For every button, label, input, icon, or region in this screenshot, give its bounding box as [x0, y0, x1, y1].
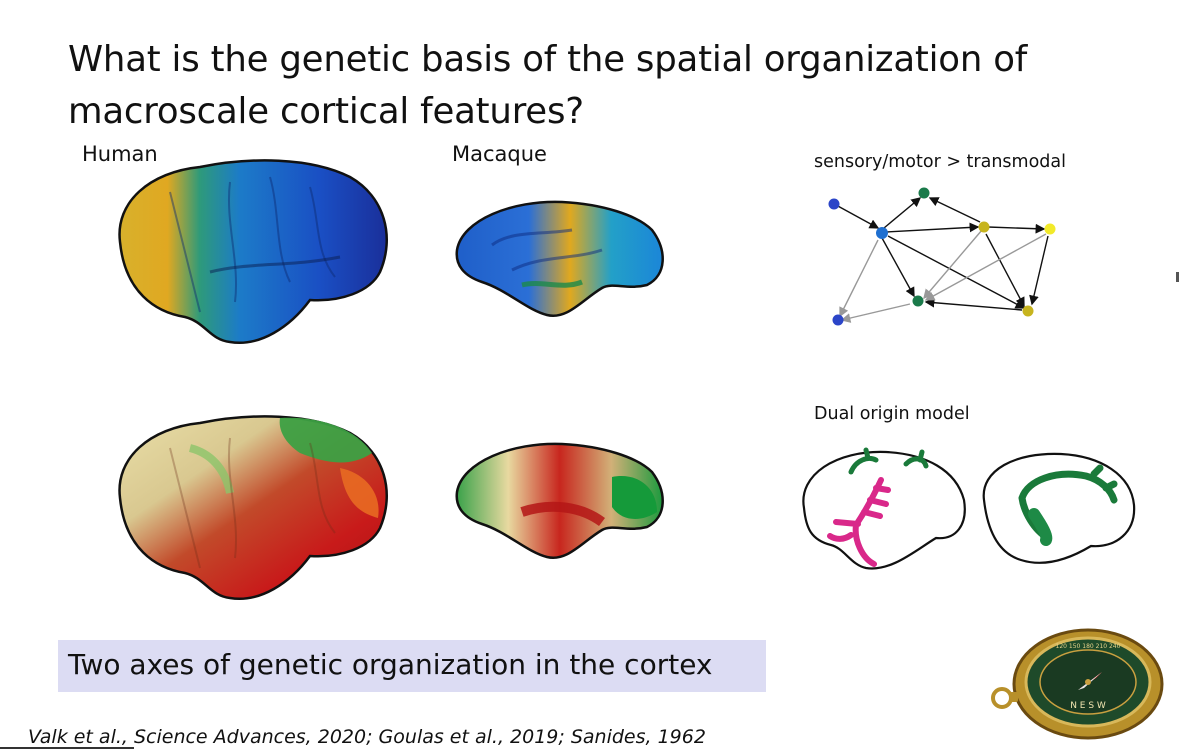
node-yellow-1 [1044, 223, 1056, 235]
compass-icon: 120 150 180 210 240 N E S W [991, 628, 1164, 740]
human-brain-bottom [118, 415, 388, 601]
node-blue-1 [828, 198, 840, 210]
highlight-box: Two axes of genetic organization in the … [58, 640, 766, 692]
highlight-text: Two axes of genetic organization in the … [68, 648, 713, 681]
node-blue-2 [876, 227, 888, 239]
label-human: Human [82, 142, 158, 166]
node-olive-2 [1022, 305, 1034, 317]
node-olive-1 [978, 221, 990, 233]
compass-ring-text: 120 150 180 210 240 [1056, 643, 1121, 650]
compass-letters: N E S W [1070, 701, 1106, 711]
label-dual-origin: Dual origin model [814, 404, 970, 424]
network-diagram [828, 187, 1056, 326]
node-green-2 [912, 295, 924, 307]
label-network: sensory/motor > transmodal [814, 152, 1066, 172]
citation: Valk et al., Science Advances, 2020; Gou… [28, 726, 706, 748]
node-blue-3 [832, 314, 844, 326]
macaque-brain-bottom [455, 442, 664, 560]
slide-edge-mark [1176, 272, 1179, 282]
human-brain-top [118, 159, 388, 345]
dual-origin-diagram [802, 447, 1136, 570]
slide-title: What is the genetic basis of the spatial… [68, 39, 1028, 132]
citation-underline [0, 747, 134, 749]
node-green-1 [918, 187, 930, 199]
label-macaque: Macaque [452, 142, 547, 166]
macaque-brain-top [455, 200, 664, 318]
